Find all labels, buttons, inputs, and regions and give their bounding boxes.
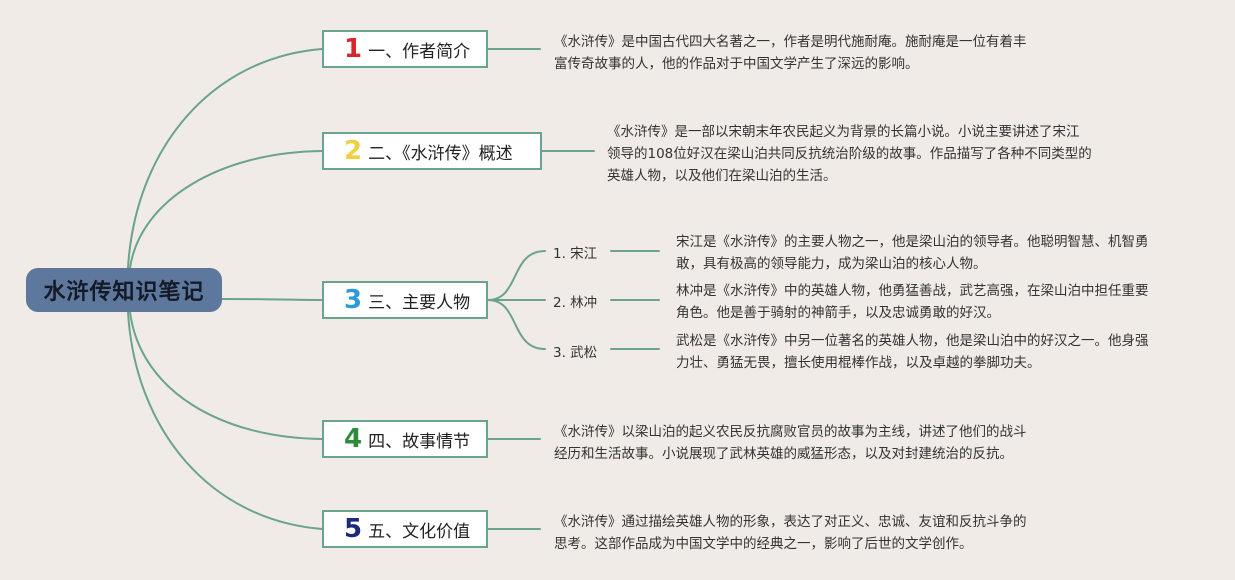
branch-label: 一、作者简介 <box>368 41 471 62</box>
desc-line: 武松是《水浒传》中另一位著名的英雄人物，他是梁山泊中的好汉之一。他身强 <box>676 333 1149 349</box>
root-title: 水浒传知识笔记 <box>43 280 205 305</box>
desc-line: 《水浒传》以梁山泊的起义农民反抗腐败官员的故事为主线，讲述了他们的战斗 <box>554 424 1027 440</box>
child-label: 1. 宋江 <box>553 246 598 262</box>
desc-overview: 《水浒传》是一部以宋朝末年农民起义为背景的长篇小说。小说主要讲述了宋江 领导的1… <box>607 121 1092 187</box>
branch-cultural-value[interactable]: 5 五、文化价值 <box>322 510 488 548</box>
number-badge-3: 3 <box>344 285 363 315</box>
child-label: 3. 武松 <box>553 345 598 361</box>
desc-line: 林冲是《水浒传》中的英雄人物，他勇猛善战，武艺高强，在梁山泊中担任重要 <box>676 283 1149 299</box>
desc-line: 《水浒传》是一部以宋朝末年农民起义为背景的长篇小说。小说主要讲述了宋江 <box>607 124 1080 140</box>
desc-line: 思考。这部作品成为中国文学中的经典之一，影响了后世的文学创作。 <box>554 536 973 552</box>
desc-plot: 《水浒传》以梁山泊的起义农民反抗腐败官员的故事为主线，讲述了他们的战斗 经历和生… <box>554 421 1027 465</box>
desc-author-intro: 《水浒传》是中国古代四大名著之一，作者是明代施耐庵。施耐庵是一位有着丰 富传奇故… <box>554 31 1027 75</box>
desc-line: 富传奇故事的人，他的作品对于中国文学产生了深远的影响。 <box>554 56 919 72</box>
connector-branch-3-child-3 <box>487 299 546 350</box>
child-label: 2. 林冲 <box>553 295 598 311</box>
connector-root-branch-2 <box>129 150 323 269</box>
child-lin-chong[interactable]: 2. 林冲 <box>553 291 597 311</box>
number-badge-2: 2 <box>344 136 363 166</box>
branch-main-characters[interactable]: 3 三、主要人物 <box>322 281 488 319</box>
desc-line: 敢，具有极高的领导能力，成为梁山泊的核心人物。 <box>676 256 987 272</box>
number-badge-5: 5 <box>344 514 363 544</box>
desc-line: 经历和生活故事。小说展现了武林英雄的威猛形态，以及对封建统治的反抗。 <box>554 446 1013 462</box>
branch-overview[interactable]: 2 二、《水浒传》概述 <box>322 132 542 170</box>
desc-line: 宋江是《水浒传》的主要人物之一，他是梁山泊的领导者。他聪明智慧、机智勇 <box>676 234 1149 250</box>
desc-line: 《水浒传》是中国古代四大名著之一，作者是明代施耐庵。施耐庵是一位有着丰 <box>554 34 1027 50</box>
desc-song-jiang: 宋江是《水浒传》的主要人物之一，他是梁山泊的领导者。他聪明智慧、机智勇 敢，具有… <box>676 231 1149 275</box>
branch-label: 三、主要人物 <box>368 292 471 313</box>
number-badge-1: 1 <box>344 34 363 64</box>
connector-branch-3-child-1 <box>487 250 546 301</box>
branch-label: 五、文化价值 <box>368 521 471 542</box>
desc-line: 领导的108位好汉在梁山泊共同反抗统治阶级的故事。作品描写了各种不同类型的 <box>607 146 1092 162</box>
branch-label: 二、《水浒传》概述 <box>368 143 513 164</box>
child-wu-song[interactable]: 3. 武松 <box>553 341 597 361</box>
root-node[interactable]: 水浒传知识笔记 <box>26 268 222 312</box>
branch-label: 四、故事情节 <box>368 431 471 452</box>
desc-wu-song: 武松是《水浒传》中另一位著名的英雄人物，他是梁山泊中的好汉之一。他身强 力壮、勇… <box>676 330 1149 374</box>
desc-lin-chong: 林冲是《水浒传》中的英雄人物，他勇猛善战，武艺高强，在梁山泊中担任重要 角色。他… <box>676 280 1149 324</box>
connector-root-branch-5 <box>127 311 323 530</box>
connector-root-branch-3 <box>221 298 323 301</box>
desc-line: 角色。他是善于骑射的神箭手，以及忠诚勇敢的好汉。 <box>676 305 1000 321</box>
desc-line: 英雄人物，以及他们在梁山泊的生活。 <box>607 168 837 184</box>
branch-author-intro[interactable]: 1 一、作者简介 <box>322 30 488 68</box>
connector-root-branch-1 <box>127 48 323 269</box>
child-song-jiang[interactable]: 1. 宋江 <box>553 242 597 262</box>
connector-root-branch-4 <box>129 311 323 440</box>
desc-cultural-value: 《水浒传》通过描绘英雄人物的形象，表达了对正义、忠诚、友谊和反抗斗争的 思考。这… <box>554 511 1027 555</box>
number-badge-4: 4 <box>344 424 363 454</box>
branch-plot[interactable]: 4 四、故事情节 <box>322 420 488 458</box>
desc-line: 力壮、勇猛无畏，擅长使用棍棒作战，以及卓越的拳脚功夫。 <box>676 355 1041 371</box>
desc-line: 《水浒传》通过描绘英雄人物的形象，表达了对正义、忠诚、友谊和反抗斗争的 <box>554 514 1027 530</box>
